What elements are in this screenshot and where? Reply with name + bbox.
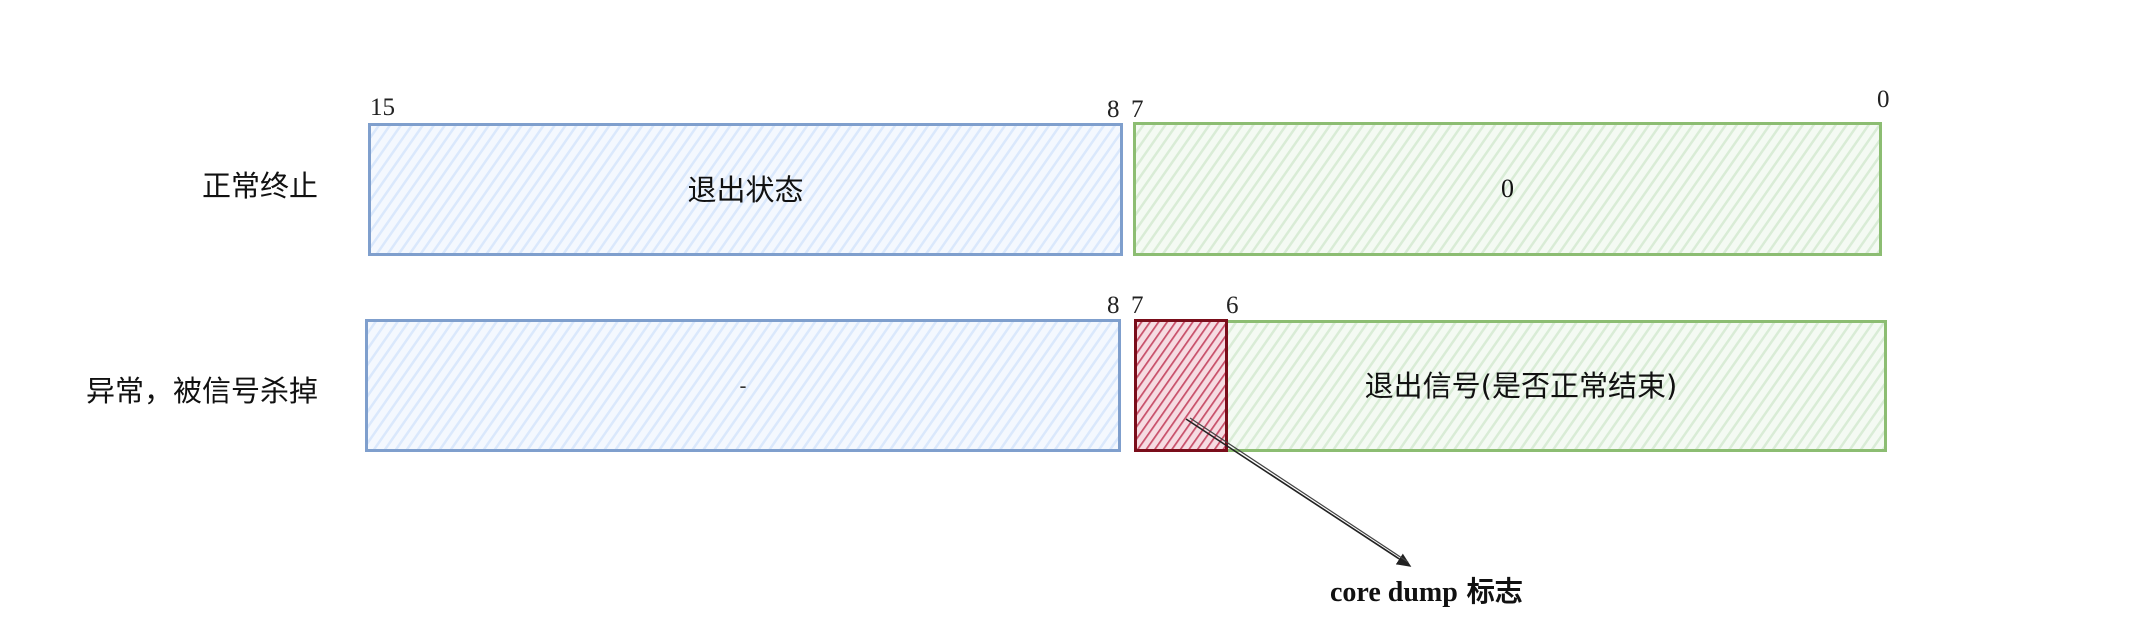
segment-exit-signal: 退出信号(是否正常结束) — [1225, 320, 1887, 452]
core-dump-annotation: core dump 标志 — [1330, 576, 1523, 609]
hatch-fill-red — [1134, 319, 1228, 452]
hatch-fill-blue — [368, 123, 1123, 256]
hatch-fill-blue — [365, 319, 1121, 452]
segment-core-dump-flag — [1134, 319, 1228, 452]
segment-low-byte: 0 — [1133, 122, 1882, 256]
row-label-killed-by-signal: 异常，被信号杀掉 — [86, 374, 319, 408]
bit-label-15: 15 — [370, 94, 395, 121]
row-label-normal-exit: 正常终止 — [202, 169, 319, 203]
segment-text-exit-status: 退出状态 — [687, 172, 804, 207]
bit-label-8-row2: 8 — [1107, 292, 1120, 319]
segment-text-low-byte: 0 — [1501, 174, 1514, 203]
bit-label-6: 6 — [1226, 292, 1239, 319]
bit-label-0: 0 — [1877, 86, 1890, 113]
segment-exit-status: 退出状态 — [368, 123, 1123, 256]
annotation-cjk: 标志 — [1466, 575, 1523, 608]
segment-unused: - — [365, 319, 1121, 452]
annotation-latin: core dump — [1330, 577, 1458, 608]
segment-text-exit-signal: 退出信号(是否正常结束) — [1364, 369, 1678, 403]
bit-label-7-row2: 7 — [1131, 292, 1144, 319]
hatch-fill-green — [1133, 122, 1882, 256]
segment-text-unused: - — [739, 373, 747, 398]
bit-label-7: 7 — [1131, 96, 1144, 123]
bit-label-8: 8 — [1107, 96, 1120, 123]
